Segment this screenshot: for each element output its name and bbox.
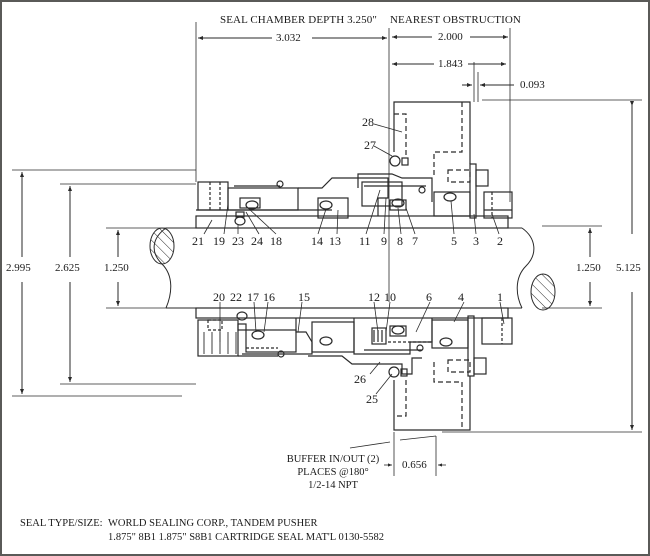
title-block-line2: 1.875" 8B1 1.875" S8B1 CARTRIDGE SEAL MA…: [108, 532, 384, 543]
nearest-obstruction-label: NEAREST OBSTRUCTION: [390, 14, 521, 26]
buffer-note-line3: 1/2-14 NPT: [308, 480, 358, 491]
callout-2: 2: [497, 234, 503, 248]
dimension-0-656: 0.656: [400, 459, 429, 471]
dimension-2-625: 2.625: [55, 261, 80, 275]
callout-5: 5: [451, 234, 457, 248]
dimension-shaft-1-250-right: 1.250: [576, 261, 601, 275]
callout-15: 15: [298, 290, 310, 304]
seal-chamber-depth-label: SEAL CHAMBER DEPTH 3.250": [220, 14, 377, 26]
callout-26: 26: [354, 372, 366, 386]
callout-12: 12: [368, 290, 380, 304]
callout-24: 24: [251, 234, 263, 248]
dimension-lines-top: [195, 22, 514, 302]
callout-22: 22: [230, 290, 242, 304]
upper-seal-half: [195, 101, 513, 229]
callout-3: 3: [473, 234, 479, 248]
shaft: [149, 227, 556, 311]
callout-13: 13: [329, 234, 341, 248]
dimension-shaft-1-250-left: 1.250: [104, 261, 129, 275]
callout-16: 16: [263, 290, 275, 304]
buffer-note-line2: PLACES @180°: [297, 467, 369, 478]
dimension-1-843: 1.843: [436, 58, 465, 70]
buffer-note: BUFFER IN/OUT (2) PLACES @180° 1/2-14 NP…: [278, 453, 388, 492]
callout-1: 1: [497, 290, 503, 304]
leader-lines-top: [203, 123, 500, 235]
callout-11: 11: [359, 234, 371, 248]
callout-9: 9: [381, 234, 387, 248]
leader-lines-bottom: [219, 301, 505, 395]
buffer-dimension: [349, 432, 446, 476]
callout-10: 10: [384, 290, 396, 304]
title-block-label: SEAL TYPE/SIZE:: [20, 518, 103, 529]
callout-17: 17: [247, 290, 259, 304]
callout-25: 25: [366, 392, 378, 406]
callout-18: 18: [270, 234, 282, 248]
dimension-5-125: 5.125: [616, 261, 641, 275]
callout-21: 21: [192, 234, 204, 248]
callout-23: 23: [232, 234, 244, 248]
title-block-line1: WORLD SEALING CORP., TANDEM PUSHER: [108, 518, 318, 529]
callout-14: 14: [311, 234, 323, 248]
callout-19: 19: [213, 234, 225, 248]
callout-7: 7: [412, 234, 418, 248]
dimension-3-032: 3.032: [274, 32, 303, 44]
dimension-2-000: 2.000: [436, 31, 465, 43]
callout-6: 6: [426, 290, 432, 304]
callout-20: 20: [213, 290, 225, 304]
callout-4: 4: [458, 290, 464, 304]
dimension-2-995: 2.995: [6, 261, 31, 275]
callout-8: 8: [397, 234, 403, 248]
callout-28: 28: [362, 115, 374, 129]
buffer-note-line1: BUFFER IN/OUT (2): [286, 454, 380, 465]
lower-seal-half: [195, 307, 513, 431]
dimension-0-093: 0.093: [518, 79, 547, 91]
callout-27: 27: [364, 138, 376, 152]
